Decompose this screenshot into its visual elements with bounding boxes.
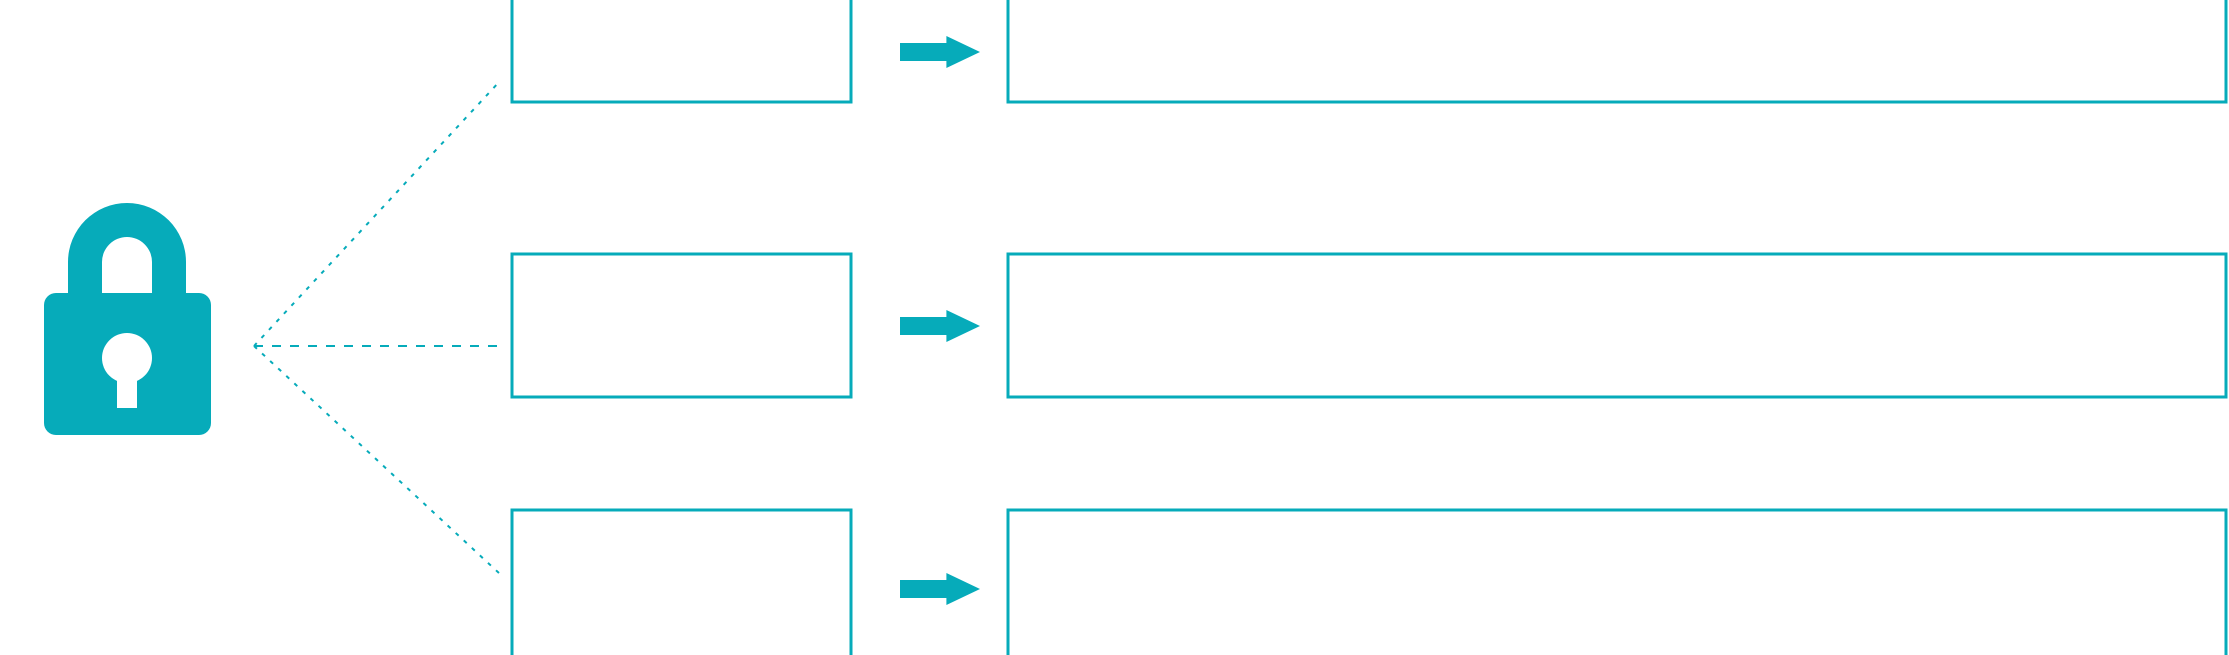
row-2-left-box-label xyxy=(512,254,851,397)
row-1-left-box-label xyxy=(512,0,851,102)
row-1-arrow-icon xyxy=(900,36,980,68)
row-3-left-box-label xyxy=(512,510,851,655)
row-2-right-box[interactable] xyxy=(1006,252,2228,399)
row-3-right-box-label xyxy=(1008,510,2226,655)
row-1-left-box[interactable] xyxy=(510,0,853,104)
row-1-right-box-label xyxy=(1008,0,2226,102)
lock-icon-label xyxy=(44,218,211,435)
connector-to-row-3 xyxy=(253,345,501,575)
row-2 xyxy=(510,252,2228,399)
connector-to-row-1 xyxy=(253,80,501,347)
connector-group xyxy=(253,80,501,575)
lock-icon[interactable] xyxy=(44,203,211,435)
row-2-left-box[interactable] xyxy=(510,252,853,399)
row-2-right-box-label xyxy=(1008,254,2226,397)
lock-shackle xyxy=(68,203,186,300)
row-1-right-box[interactable] xyxy=(1006,0,2228,104)
row-3-right-box[interactable] xyxy=(1006,508,2228,655)
row-3-arrow-icon xyxy=(900,573,980,605)
row-1 xyxy=(510,0,2228,104)
row-3-left-box[interactable] xyxy=(510,508,853,655)
lock-keyhole-stem xyxy=(117,358,137,408)
row-3 xyxy=(510,508,2228,655)
row-2-arrow-icon xyxy=(900,310,980,342)
